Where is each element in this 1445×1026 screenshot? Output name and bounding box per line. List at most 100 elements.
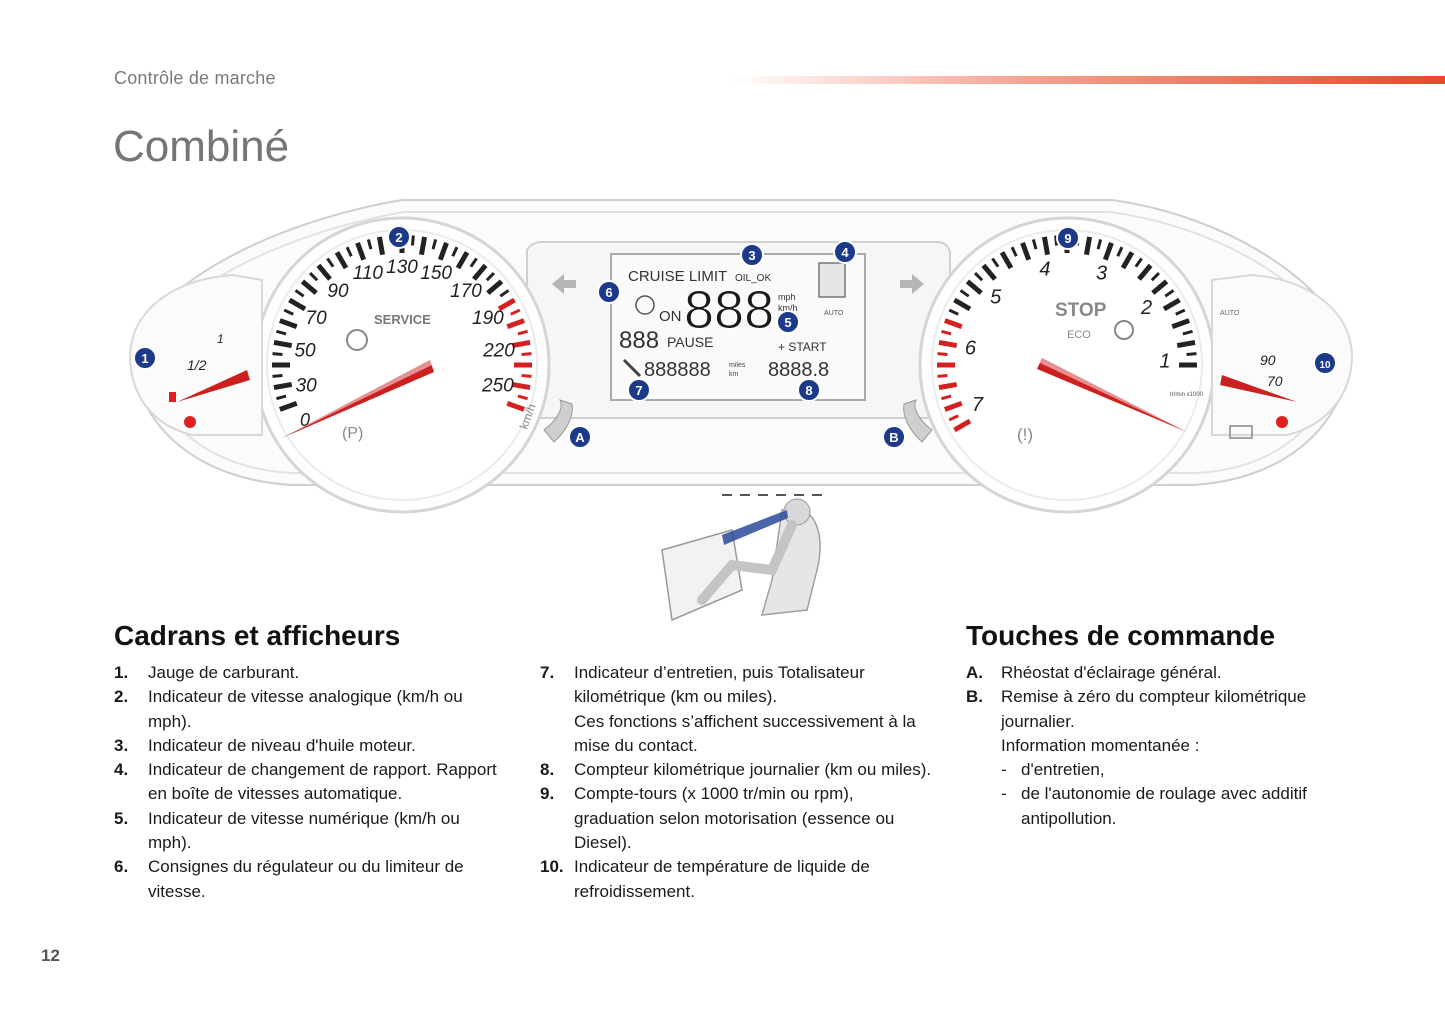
sub-list-item: -de l'autonomie de roulage avec additif …: [1001, 782, 1346, 831]
lcd-on-label: ON: [659, 308, 682, 325]
dial-tick: [517, 394, 528, 401]
driver-head: [783, 498, 811, 526]
item-text-block: Remise à zéro du compteur kilométrique j…: [1001, 685, 1346, 831]
sub-item-dash: -: [1001, 760, 1007, 780]
speedometer-service-label: SERVICE: [374, 312, 431, 327]
dial-tick: [1096, 239, 1103, 250]
dial-tick: [1162, 297, 1181, 312]
dial-tick: [486, 279, 504, 295]
rev-needle-highlight: [1040, 358, 1187, 432]
dial-tick: [943, 318, 963, 330]
dial-tick: [999, 251, 1014, 270]
dial-label: 2: [1140, 297, 1152, 319]
lcd-auto-label: AUTO: [824, 310, 844, 317]
trip-reset-button: [903, 399, 933, 443]
engine-warning-icon: [1114, 320, 1134, 340]
dial-tick: [431, 239, 438, 250]
item-text: Indicateur de changement de rapport. Rap…: [148, 760, 497, 804]
item-number: 4.: [114, 760, 129, 780]
driver-body: [697, 520, 797, 605]
dial-tick: [355, 241, 367, 261]
dial-tick: [517, 329, 528, 336]
right-arrow-icon: [900, 274, 924, 294]
dial-label: 90: [327, 281, 349, 302]
list-item: 10.Indicateur de température de liquide …: [540, 855, 935, 904]
dial-tick: [937, 352, 948, 357]
dial-tick: [974, 272, 984, 282]
temp-gauge-body: [1211, 273, 1354, 436]
dial-tick: [948, 308, 959, 316]
dial-label: 150: [420, 263, 452, 284]
right-column-heading: Touches de commande: [966, 620, 1276, 651]
gear-indicator-box: [818, 262, 846, 298]
dial-tick: [276, 329, 287, 336]
dial-label: 70: [306, 308, 328, 329]
left-arrow-icon: [552, 274, 576, 294]
dial-tick: [521, 352, 532, 357]
callout-badge: [133, 346, 157, 370]
callout-badge: [387, 225, 411, 249]
item-text: Jauge de carburant.: [148, 663, 300, 682]
fuel-gauge-body: [128, 273, 263, 436]
item-number: 8.: [540, 760, 555, 780]
callout-label: 7: [635, 383, 642, 398]
brake-warning-icon: (!): [1017, 425, 1033, 444]
dial-tick: [991, 257, 1000, 268]
temp-warning-light: [1276, 416, 1288, 428]
temp-auto-label: AUTO: [1220, 310, 1240, 317]
callout-badge: [1056, 226, 1080, 250]
dial-tick: [334, 251, 349, 270]
speedometer-ticks: [272, 235, 532, 412]
dial-tick: [472, 263, 488, 281]
lcd-small-digits: 888: [619, 327, 659, 354]
dial-tick: [345, 246, 353, 257]
lcd-start-label: + START: [778, 340, 827, 354]
middle-column-list: 7.Indicateur d’entretien, puis Totalisat…: [540, 661, 935, 904]
dial-tick: [410, 235, 415, 246]
item-text: Indicateur de niveau d'huile moteur.: [148, 735, 416, 755]
item-number: 6.: [114, 857, 129, 877]
item-extra-text: Ces fonctions s’affichent successivement…: [574, 711, 916, 755]
list-item: A.Rhéostat d'éclairage général.: [966, 661, 1346, 685]
dial-tick: [366, 239, 373, 250]
dial-tick: [1175, 308, 1186, 316]
speedometer-needle-highlight: [282, 360, 432, 438]
dial-tick: [1164, 289, 1175, 298]
wrench-icon: [622, 358, 642, 378]
dial-tick: [272, 373, 283, 378]
dial-tick: [521, 373, 532, 378]
section-name: Contrôle de marche: [114, 68, 276, 88]
right-column-list: A.Rhéostat d'éclairage général. B.Remise…: [966, 661, 1346, 831]
rheostat-button: [543, 399, 573, 443]
fuel-pump-icon: [169, 392, 176, 402]
dial-tick: [1176, 339, 1196, 349]
airbag-icon: [346, 329, 368, 351]
item-number: 3.: [114, 735, 129, 755]
dial-tick: [1010, 246, 1018, 257]
lcd-odometer: 888888: [644, 359, 711, 381]
dial-tick: [938, 381, 958, 391]
dial-tick: [316, 263, 332, 281]
list-item: 7.Indicateur d’entretien, puis Totalisat…: [540, 661, 935, 758]
callout-badge: [797, 378, 821, 402]
dial-tick: [288, 297, 307, 312]
dial-tick: [485, 272, 495, 282]
fuel-warning-light: [184, 416, 196, 428]
dial-label: 110: [353, 263, 384, 284]
list-item: 2.Indicateur de vitesse analogique (km/h…: [114, 685, 506, 734]
item-text: Indicateur de vitesse analogique (km/h o…: [148, 687, 463, 731]
dial-tick: [294, 289, 305, 298]
dial-label: 5: [990, 287, 1002, 309]
lcd-trip-counter: 8888.8: [768, 359, 829, 381]
list-item: 8.Compteur kilométrique journalier (km o…: [540, 758, 935, 782]
callout-label: 4: [841, 245, 849, 260]
callout-label: B: [889, 430, 898, 445]
dial-label: 50: [294, 341, 316, 362]
dial-label: 250: [481, 375, 514, 396]
item-text: Compte-tours (x 1000 tr/min ou rpm), gra…: [574, 784, 895, 853]
lcd-cruise-label: CRUISE LIMIT: [628, 268, 727, 285]
page-number: 12: [41, 946, 60, 965]
callout-label: A: [575, 430, 585, 445]
dial-label: 190: [472, 308, 504, 329]
